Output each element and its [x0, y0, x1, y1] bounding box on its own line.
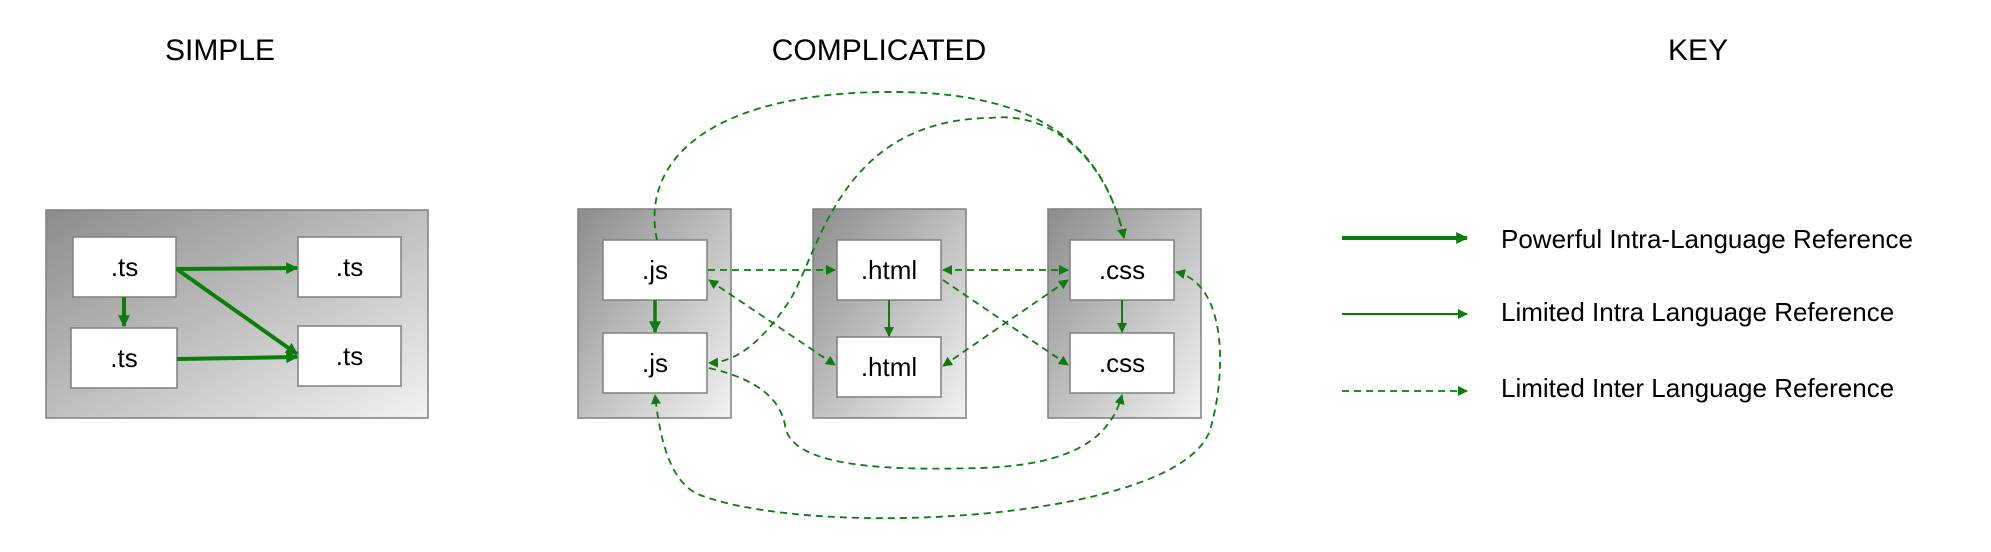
legend-label-powerful: Powerful Intra-Language Reference: [1501, 224, 1913, 254]
ts-label-bottom-left: .ts: [110, 343, 137, 373]
ts-label-bottom-right: .ts: [336, 341, 363, 371]
ts-box-top-right: [297, 236, 402, 298]
js-bottom-to-css-bottom-arc: [708, 367, 1125, 470]
heading-key: KEY: [1668, 34, 1728, 67]
simple-arrow-bottom: [176, 351, 299, 364]
legend-label-limited-inter: Limited Inter Language Reference: [1501, 373, 1894, 403]
legend: Powerful Intra-Language Reference Limite…: [1342, 224, 1913, 403]
ts-box-top-left: [72, 236, 177, 298]
simple-diagram: .ts .ts .ts .ts: [45, 209, 429, 419]
simple-arrow-diagonal: [176, 268, 299, 356]
html-label-bottom: .html: [861, 352, 917, 382]
ts-label-top-right: .ts: [336, 252, 363, 282]
heading-simple: SIMPLE: [165, 34, 275, 67]
js-label-bottom: .js: [642, 348, 668, 378]
ts-label-top-left: .ts: [111, 252, 138, 282]
html-label-top: .html: [861, 255, 917, 285]
ts-box-bottom-right: [297, 325, 402, 387]
css-top-to-js-bottom-loop: [651, 269, 1221, 519]
heading-complicated: COMPLICATED: [772, 34, 986, 67]
css-label-top: .css: [1099, 255, 1145, 285]
js-top-to-css-top-arc: [653, 91, 1127, 241]
js-label-top: .js: [642, 255, 668, 285]
simple-arrow-top: [175, 262, 299, 275]
complicated-diagram: .js .js .html .html .css .css: [577, 91, 1221, 519]
css-label-bottom: .css: [1099, 348, 1145, 378]
legend-label-limited-intra: Limited Intra Language Reference: [1501, 297, 1894, 327]
